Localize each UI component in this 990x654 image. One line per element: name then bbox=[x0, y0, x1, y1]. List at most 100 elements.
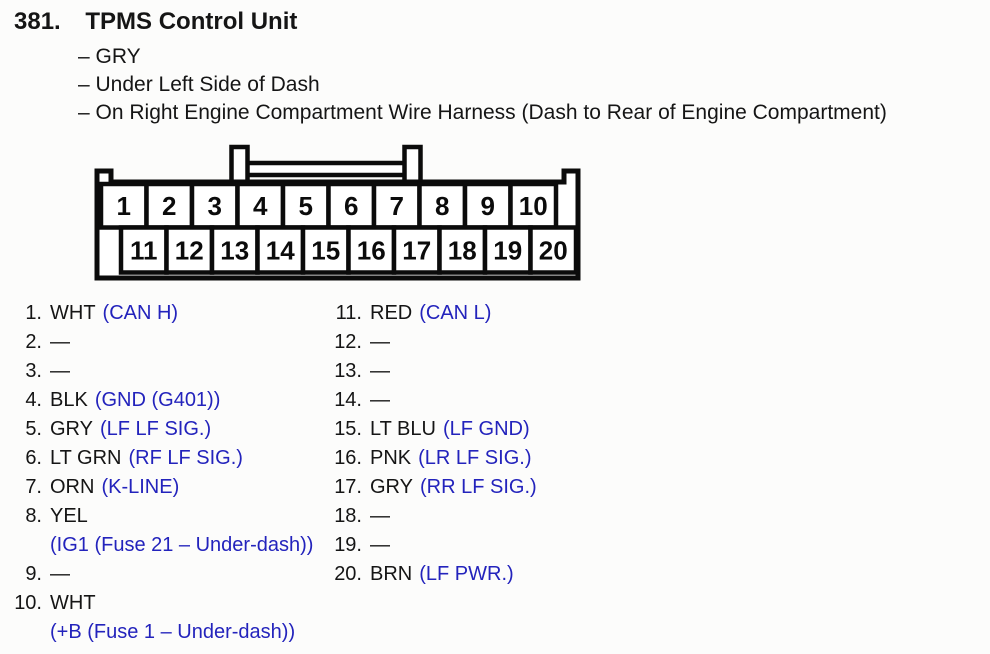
pin-cell-number: 2 bbox=[162, 191, 176, 221]
location-details: – GRY – Under Left Side of Dash – On Rig… bbox=[78, 43, 887, 127]
pin-number: 11. bbox=[335, 302, 362, 324]
pin-number: 5. bbox=[25, 418, 42, 440]
pin-row: 7. ORN (K-LINE) bbox=[14, 473, 313, 502]
pin-number: 20. bbox=[334, 563, 362, 585]
pin-number: 1. bbox=[25, 302, 42, 324]
wire-color: — bbox=[50, 563, 70, 585]
wire-color: GRY bbox=[50, 418, 93, 440]
signal-name: (K-LINE) bbox=[101, 476, 180, 498]
connector-bottom-row: 11 12 13 14 15 16 17 18 19 20 bbox=[118, 225, 579, 275]
pin-row: 10. WHT bbox=[14, 589, 313, 618]
detail-line: – Under Left Side of Dash bbox=[78, 73, 320, 96]
wire-color: PNK bbox=[370, 447, 412, 469]
pin-cell-number: 19 bbox=[493, 236, 522, 266]
pin-row: 12. — bbox=[331, 328, 537, 357]
pin-row: 11. RED (CAN L) bbox=[331, 299, 537, 328]
detail-line: – GRY bbox=[78, 45, 141, 68]
signal-name: (GND (G401)) bbox=[94, 389, 221, 411]
pin-number: 17. bbox=[334, 476, 362, 498]
signal-name: (LF GND) bbox=[442, 418, 530, 440]
pin-row: 16. PNK (LR LF SIG.) bbox=[331, 444, 537, 473]
wire-color: LT GRN bbox=[50, 447, 122, 469]
pin-row: 20. BRN (LF PWR.) bbox=[331, 560, 537, 589]
pin-cell-number: 3 bbox=[208, 191, 222, 221]
pin-cell-number: 20 bbox=[539, 236, 568, 266]
pin-row-continuation: (IG1 (Fuse 21 – Under-dash)) bbox=[14, 531, 313, 560]
pin-number: 13. bbox=[334, 360, 362, 382]
pin-number: 2. bbox=[25, 331, 42, 353]
pin-number: 7. bbox=[25, 476, 42, 498]
pin-cell-number: 18 bbox=[448, 236, 477, 266]
pin-number: 15. bbox=[334, 418, 362, 440]
wire-color: — bbox=[370, 389, 390, 411]
pin-row: 1. WHT (CAN H) bbox=[14, 299, 313, 328]
wire-color: GRY bbox=[370, 476, 413, 498]
pin-row: 13. — bbox=[331, 357, 537, 386]
wire-color: — bbox=[370, 505, 390, 527]
pin-cell-number: 4 bbox=[253, 191, 268, 221]
signal-name: (CAN H) bbox=[102, 302, 179, 324]
signal-name: (+B (Fuse 1 – Under-dash)) bbox=[50, 621, 296, 643]
pin-row: 3. — bbox=[14, 357, 313, 386]
tab-bar bbox=[242, 160, 410, 178]
signal-name: (LF PWR.) bbox=[419, 563, 514, 585]
page-title: 381. TPMS Control Unit bbox=[14, 8, 297, 36]
detail-line: – On Right Engine Compartment Wire Harne… bbox=[78, 101, 887, 124]
pin-list-right: 11. RED (CAN L) 12. — 13. — 14. — 15. LT… bbox=[331, 299, 537, 589]
pin-row: 9. — bbox=[14, 560, 313, 589]
wire-color: WHT bbox=[50, 302, 96, 324]
wire-color: ORN bbox=[50, 476, 95, 498]
pin-cell-number: 7 bbox=[390, 191, 404, 221]
pin-cell bbox=[235, 181, 286, 230]
tab-prong-right bbox=[402, 144, 423, 187]
wire-color: RED bbox=[370, 302, 413, 324]
wire-color: — bbox=[50, 360, 70, 382]
section-title: TPMS Control Unit bbox=[85, 8, 298, 35]
pin-number: 19. bbox=[334, 534, 362, 556]
pin-number: 10. bbox=[14, 592, 42, 614]
pin-number: 18. bbox=[334, 505, 362, 527]
pin-row-continuation: (+B (Fuse 1 – Under-dash)) bbox=[14, 618, 313, 647]
pin-row: 5. GRY (LF LF SIG.) bbox=[14, 415, 313, 444]
wire-color: LT BLU bbox=[370, 418, 436, 440]
wire-color: YEL bbox=[50, 505, 88, 527]
pin-cell-number: 15 bbox=[311, 236, 340, 266]
pin-number: 3. bbox=[25, 360, 42, 382]
section-number: 381. bbox=[14, 8, 61, 35]
signal-name: (RF LF SIG.) bbox=[128, 447, 243, 469]
pin-row: 19. — bbox=[331, 531, 537, 560]
pin-cell-number: 17 bbox=[402, 236, 431, 266]
pin-row: 4. BLK (GND (G401)) bbox=[14, 386, 313, 415]
wire-color: BLK bbox=[50, 389, 88, 411]
pin-cell-number: 13 bbox=[220, 236, 249, 266]
pin-cell bbox=[255, 225, 306, 275]
pin-row: 8. YEL bbox=[14, 502, 313, 531]
tab-prong-left bbox=[229, 144, 250, 187]
pin-number: 4. bbox=[25, 389, 42, 411]
wire-color: BRN bbox=[370, 563, 413, 585]
pin-cell-number: 14 bbox=[266, 236, 295, 266]
signal-name: (LR LF SIG.) bbox=[418, 447, 532, 469]
signal-name: (CAN L) bbox=[419, 302, 492, 324]
signal-name: (LF LF SIG.) bbox=[99, 418, 212, 440]
pin-cell bbox=[391, 225, 442, 275]
wire-color: — bbox=[370, 360, 390, 382]
connector-diagram: 1 2 3 4 5 6 7 8 9 10 11 12 13 14 bbox=[94, 144, 581, 281]
pin-cell-number: 8 bbox=[435, 191, 449, 221]
signal-name: (IG1 (Fuse 21 – Under-dash)) bbox=[50, 534, 314, 556]
connector-tab bbox=[229, 144, 423, 187]
pin-list-left: 1. WHT (CAN H) 2. — 3. — 4. BLK (GND (G4… bbox=[14, 299, 313, 647]
pin-cell-number: 9 bbox=[481, 191, 495, 221]
pin-cell-number: 10 bbox=[519, 191, 548, 221]
pin-cell-number: 5 bbox=[299, 191, 313, 221]
pin-row: 18. — bbox=[331, 502, 537, 531]
pin-number: 16. bbox=[334, 447, 362, 469]
connector-top-row: 1 2 3 4 5 6 7 8 9 10 bbox=[98, 181, 559, 230]
pin-cell bbox=[528, 225, 579, 275]
pin-number: 9. bbox=[25, 563, 42, 585]
wire-color: — bbox=[370, 331, 390, 353]
pin-cell-number: 16 bbox=[357, 236, 386, 266]
pin-number: 8. bbox=[25, 505, 42, 527]
signal-name: (RR LF SIG.) bbox=[419, 476, 537, 498]
